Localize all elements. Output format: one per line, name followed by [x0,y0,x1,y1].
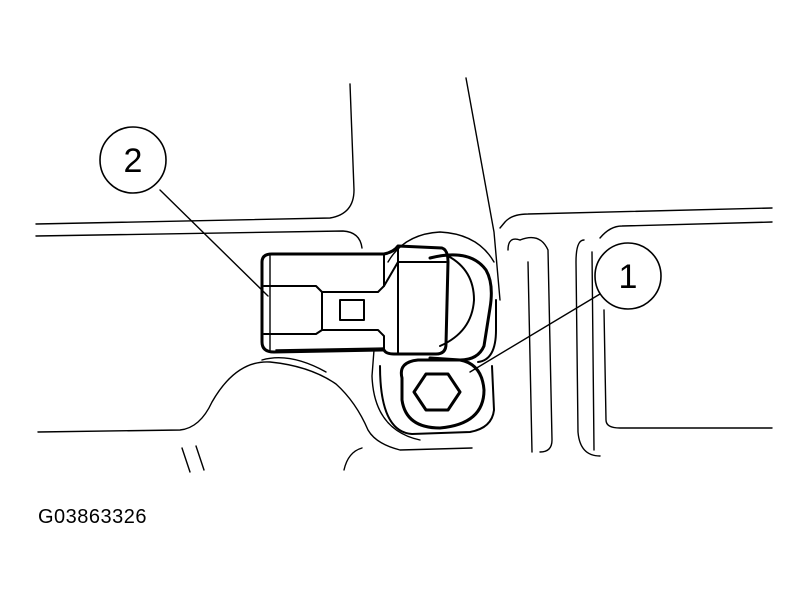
right-frame [499,207,773,457]
figure-id: G03863326 [38,506,148,528]
callout-1-label: 1 [619,258,638,296]
sensor-connector [260,244,450,356]
callout-1: 1 [594,242,662,310]
upper-bracket [35,77,501,301]
lower-housing [37,357,473,473]
mounting-boss [371,231,495,441]
callout-2: 2 [99,126,167,194]
callout-1-leader [469,293,601,373]
hex-bolt [412,372,462,412]
callout-2-label: 2 [124,142,143,180]
sensor-flange [399,253,497,430]
callout-2-leader [159,189,269,297]
